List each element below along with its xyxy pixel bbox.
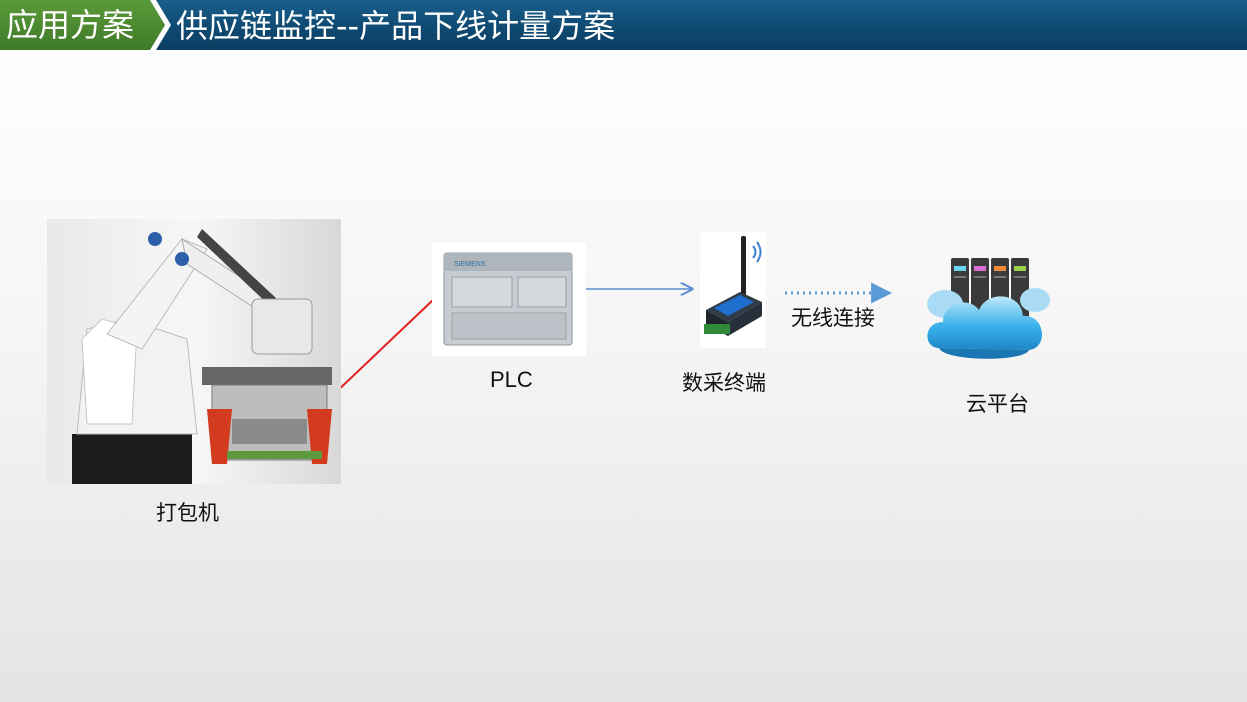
cloud-node bbox=[925, 256, 1051, 372]
wireless-terminal-icon bbox=[700, 232, 766, 348]
terminal-node bbox=[700, 232, 766, 348]
robot-arm-icon bbox=[47, 219, 341, 484]
packer-label: 打包机 bbox=[156, 501, 219, 525]
edge-packer-plc bbox=[332, 299, 434, 396]
packer-node bbox=[47, 219, 341, 484]
svg-text:SIEMENS: SIEMENS bbox=[454, 261, 486, 268]
section-tag: 应用方案 bbox=[0, 0, 165, 50]
cloud-server-icon bbox=[927, 258, 1050, 359]
cloud-label: 云平台 bbox=[966, 392, 1029, 416]
wireless-link-label: 无线连接 bbox=[791, 306, 875, 330]
plc-node: SIEMENS bbox=[432, 243, 586, 356]
title-bar: 应用方案 供应链监控--产品下线计量方案 bbox=[0, 0, 1247, 50]
plc-label: PLC bbox=[490, 367, 533, 392]
plc-module-icon: SIEMENS bbox=[432, 243, 586, 356]
page-title: 供应链监控--产品下线计量方案 bbox=[176, 7, 616, 45]
terminal-label: 数采终端 bbox=[682, 371, 766, 395]
